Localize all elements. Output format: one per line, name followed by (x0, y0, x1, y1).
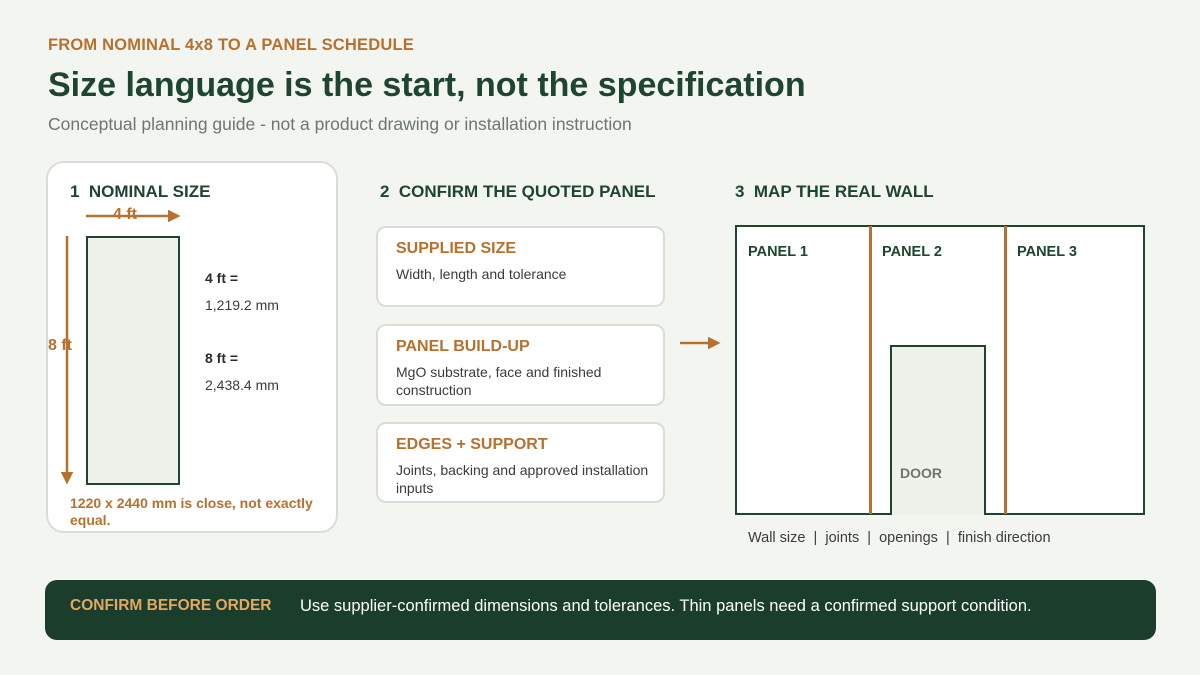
panel-buildup-body: MgO substrate, face and finished constru… (396, 364, 602, 398)
nominal-panel-rect (86, 236, 180, 485)
banner-text: Use supplier-confirmed dimensions and to… (300, 597, 1032, 615)
banner-label: CONFIRM BEFORE ORDER (70, 597, 272, 614)
step1-heading: 1 NOMINAL SIZE (70, 182, 211, 201)
panel-label-3: PANEL 3 (1017, 244, 1077, 260)
panel-buildup-box: PANEL BUILD-UP MgO substrate, face and f… (376, 324, 665, 406)
page-subtitle: Conceptual planning guide - not a produc… (48, 114, 632, 134)
edges-support-body: Joints, backing and approved installatio… (396, 462, 649, 496)
panel-joint-2 (1004, 226, 1007, 514)
step2-heading: 2 CONFIRM THE QUOTED PANEL (380, 182, 656, 201)
panel-joint-1 (869, 226, 872, 514)
conversion-height-value: 2,438.4 mm (205, 377, 279, 393)
wall-caption: Wall size | joints | openings | finish d… (748, 530, 1051, 546)
width-dimension-label: 4 ft (113, 206, 137, 223)
supplied-size-body: Width, length and tolerance (396, 266, 567, 282)
conversion-width-label: 4 ft = (205, 270, 239, 286)
page-title: Size language is the start, not the spec… (48, 66, 806, 104)
door-opening (890, 345, 986, 515)
door-label: DOOR (900, 465, 942, 481)
eyebrow-label: FROM NOMINAL 4x8 TO A PANEL SCHEDULE (48, 36, 414, 54)
metric-note: 1220 x 2440 mm is close, not exactly equ… (70, 495, 313, 528)
panel-label-1: PANEL 1 (748, 244, 808, 260)
conversion-width-value: 1,219.2 mm (205, 297, 279, 313)
supplied-size-title: SUPPLIED SIZE (396, 240, 517, 257)
edges-support-title: EDGES + SUPPORT (396, 436, 548, 453)
panel-label-2: PANEL 2 (882, 244, 942, 260)
confirm-banner (45, 580, 1156, 640)
supplied-size-box: SUPPLIED SIZE Width, length and toleranc… (376, 226, 665, 307)
edges-support-box: EDGES + SUPPORT Joints, backing and appr… (376, 422, 665, 503)
conversion-height-label: 8 ft = (205, 350, 239, 366)
step3-heading: 3 MAP THE REAL WALL (735, 182, 934, 201)
panel-buildup-title: PANEL BUILD-UP (396, 338, 530, 355)
